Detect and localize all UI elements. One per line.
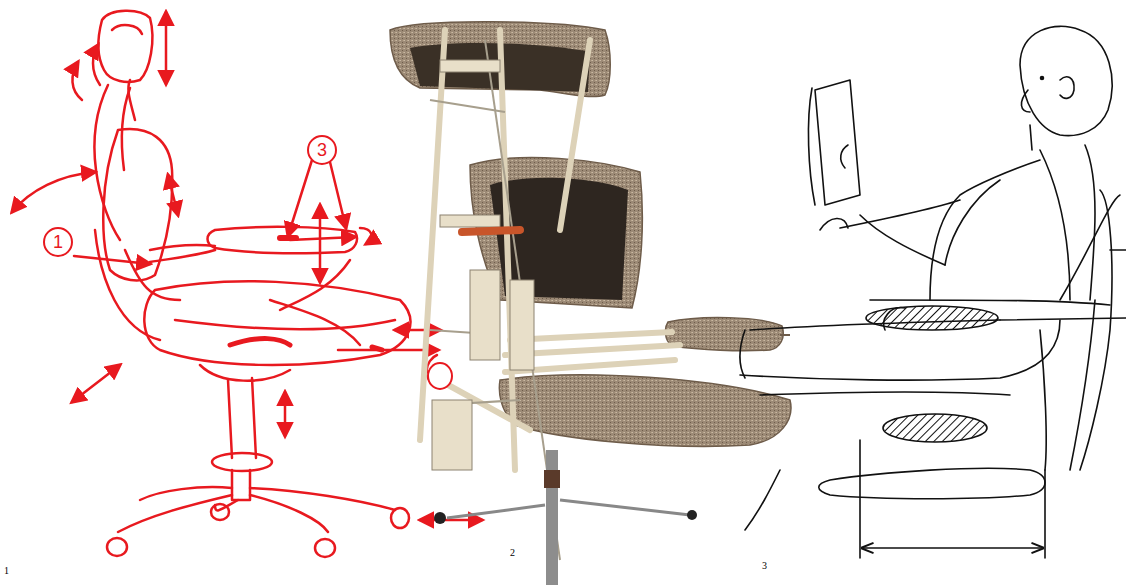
callout-circle: 3	[307, 135, 337, 165]
panel-number: 1	[4, 566, 9, 576]
adjustment-arrows	[12, 12, 482, 520]
panel-number: 2	[510, 548, 515, 558]
callout-number: 1	[53, 233, 63, 251]
callout-circle: 1	[43, 227, 73, 257]
cut-callout-circle	[428, 363, 452, 389]
callout-number: 3	[317, 141, 327, 159]
chair-photo	[390, 22, 791, 585]
hatched-seat-pad	[883, 414, 987, 442]
hatched-armrest	[866, 306, 998, 330]
person-sketch	[740, 26, 1126, 558]
panel-number: 3	[762, 561, 767, 571]
red-chair-sketch	[95, 11, 411, 557]
